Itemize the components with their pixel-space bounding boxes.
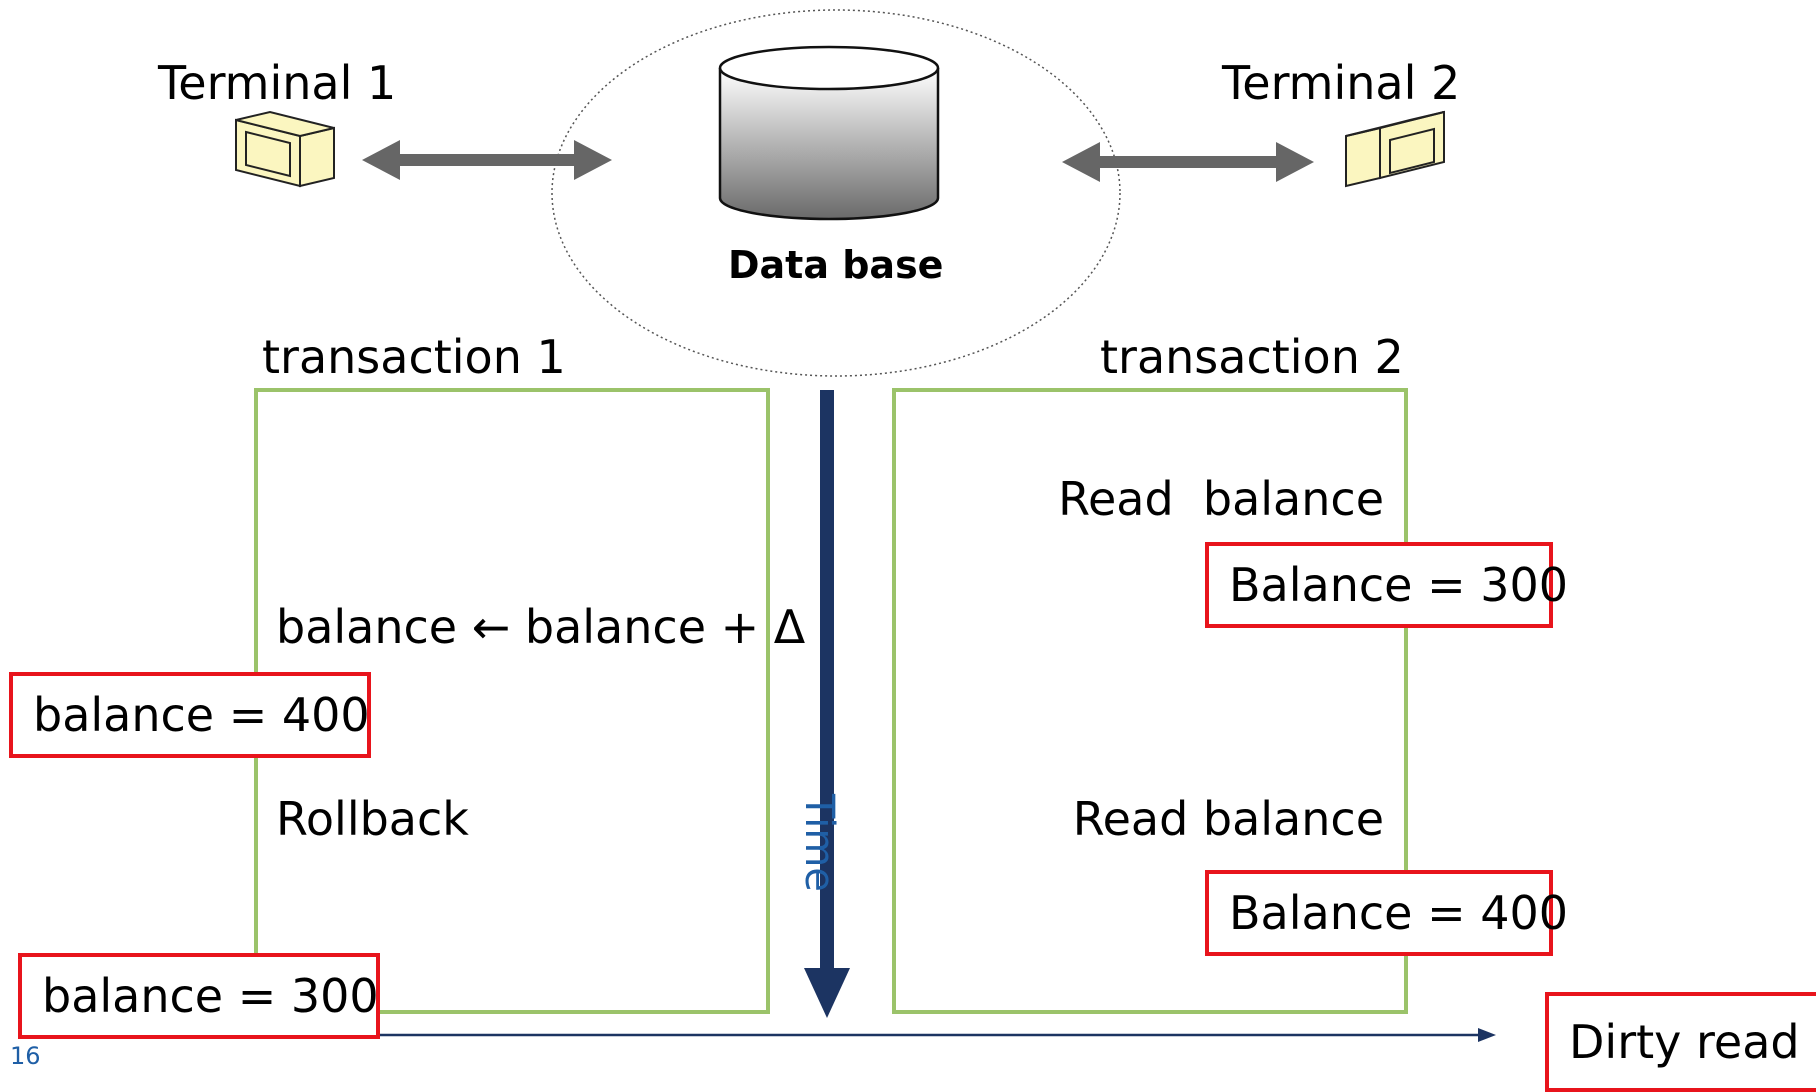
update-step: balance ← balance + Δ	[276, 600, 806, 654]
terminal-1-connector-arrow	[362, 140, 612, 180]
database-boundary-ellipse	[551, 9, 1121, 377]
final-balance-box: balance = 300	[18, 953, 380, 1039]
transaction-2-title: transaction 2	[1100, 330, 1404, 384]
read-1-result-box: Balance = 300	[1205, 542, 1568, 628]
time-label: Time	[796, 794, 842, 892]
read-step-2: Read balance	[1072, 792, 1384, 846]
result-arrow	[362, 1028, 1496, 1042]
database-label: Data base	[728, 243, 944, 287]
terminal-2-connector-arrow	[1062, 142, 1314, 182]
transaction-1-title: transaction 1	[262, 330, 566, 384]
terminal-1-icon	[235, 110, 335, 188]
updated-balance-box: balance = 400	[9, 672, 371, 758]
slide-number: 16	[10, 1042, 41, 1070]
time-arrow	[804, 390, 850, 1018]
transaction-2-box	[892, 388, 1408, 1014]
terminal-2-icon	[1345, 110, 1445, 188]
terminal-2-label: Terminal 2	[1222, 56, 1461, 110]
terminal-1-label: Terminal 1	[158, 56, 397, 110]
read-step-1: Read balance	[1058, 472, 1384, 526]
dirty-read-box: Dirty read	[1545, 992, 1816, 1092]
rollback-step: Rollback	[276, 792, 469, 846]
database-cylinder-icon	[718, 45, 940, 221]
read-2-result-box: Balance = 400	[1205, 870, 1568, 956]
